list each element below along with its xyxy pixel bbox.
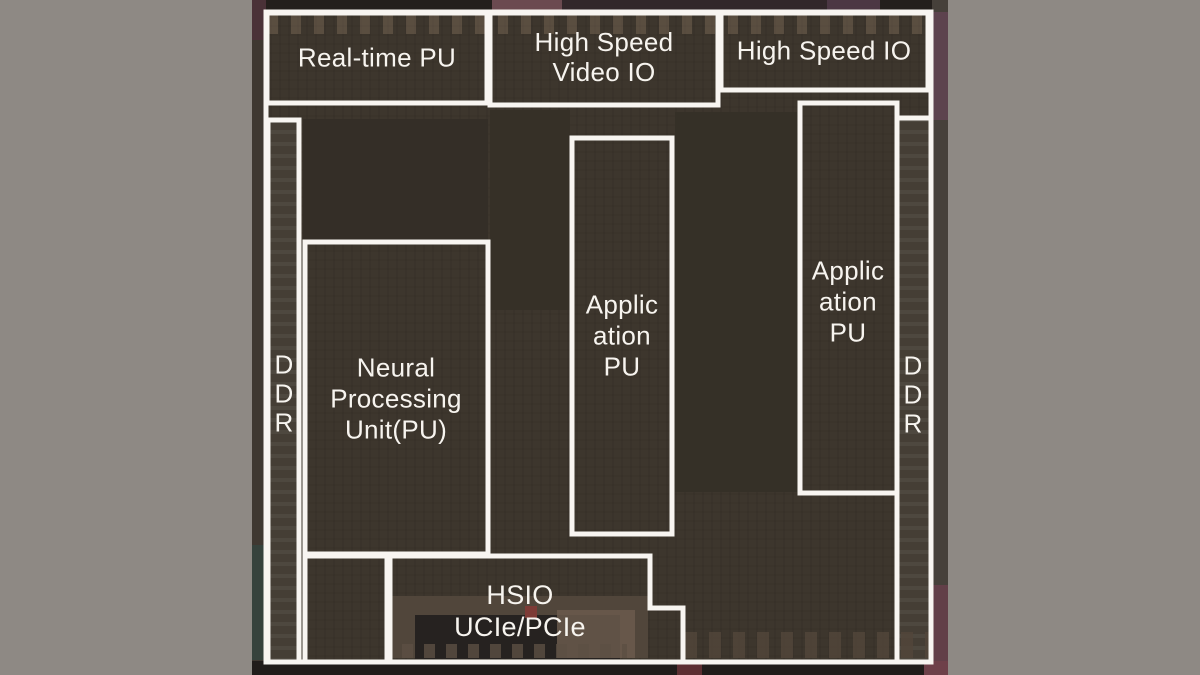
ddr-left-label: D D R bbox=[274, 349, 294, 438]
label-line: ation bbox=[819, 286, 877, 317]
high-speed-io-box bbox=[718, 10, 931, 93]
label-line: Applic bbox=[811, 255, 885, 286]
die-photo-left-edge bbox=[252, 0, 266, 675]
high-speed-io-label: High Speed IO bbox=[737, 36, 911, 67]
die-photo-right-edge-tint bbox=[932, 12, 948, 120]
label-line: D bbox=[903, 379, 923, 410]
label-line: R bbox=[274, 407, 294, 438]
application-pu-right-label: Applic ation PU bbox=[812, 256, 885, 349]
ddr-right-box bbox=[894, 115, 934, 665]
ddr-right-label: D D R bbox=[903, 350, 923, 439]
die-texture-pad-row-hsio bbox=[402, 644, 627, 658]
label-line: D bbox=[903, 350, 923, 381]
application-pu-center-box bbox=[569, 135, 675, 537]
label-line: Neural bbox=[356, 352, 436, 383]
die-photo-top-edge bbox=[252, 0, 948, 12]
unlabeled-box bbox=[302, 553, 390, 665]
real-time-pu-label: Real-time PU bbox=[298, 43, 456, 74]
die-photo-left-edge-tint bbox=[252, 545, 266, 660]
high-speed-video-io-box bbox=[487, 10, 721, 108]
die-texture-pad-row-bottom bbox=[685, 632, 930, 658]
label-line: R bbox=[903, 408, 923, 439]
die-texture-block bbox=[490, 110, 570, 310]
label-line: UCIe/PCIe bbox=[454, 612, 586, 642]
label-line: PU bbox=[829, 317, 867, 348]
label-line: D bbox=[274, 349, 294, 380]
label-line: ation bbox=[593, 320, 651, 351]
die-texture-speck bbox=[525, 606, 537, 618]
label-line: D bbox=[274, 378, 294, 409]
label-line: Processing bbox=[330, 383, 462, 414]
label-line: Applic bbox=[585, 289, 659, 320]
label-line: HSIO bbox=[486, 580, 554, 610]
hsio-ucie-pcie-label: HSIO UCIe/PCIe bbox=[454, 579, 586, 643]
label-line: High Speed bbox=[534, 27, 674, 57]
application-pu-center-label: Applic ation PU bbox=[586, 290, 659, 383]
die-photo bbox=[252, 0, 948, 675]
die-photo-right-edge-tint bbox=[932, 585, 948, 662]
ddr-left-box bbox=[265, 117, 302, 665]
die-texture-ddr-right bbox=[897, 118, 931, 662]
label-line: Video IO bbox=[552, 57, 656, 87]
label-line: Real-time PU bbox=[297, 42, 457, 73]
die-texture-block bbox=[303, 119, 488, 240]
die-texture-ddr-left bbox=[268, 120, 301, 662]
die-texture-block bbox=[675, 112, 797, 492]
label-line: High Speed IO bbox=[736, 35, 912, 66]
die-photo-right-edge bbox=[932, 0, 948, 675]
high-speed-video-io-label: High Speed Video IO bbox=[535, 27, 674, 87]
die-photo-left-edge-tint bbox=[252, 0, 266, 40]
label-line: PU bbox=[603, 351, 641, 382]
npu-label: Neural Processing Unit(PU) bbox=[330, 353, 462, 446]
real-time-pu-box bbox=[264, 10, 490, 106]
hsio-ucie-pcie-box bbox=[387, 553, 686, 665]
label-line: Unit(PU) bbox=[344, 414, 448, 445]
die-texture-pad-row bbox=[268, 14, 932, 34]
